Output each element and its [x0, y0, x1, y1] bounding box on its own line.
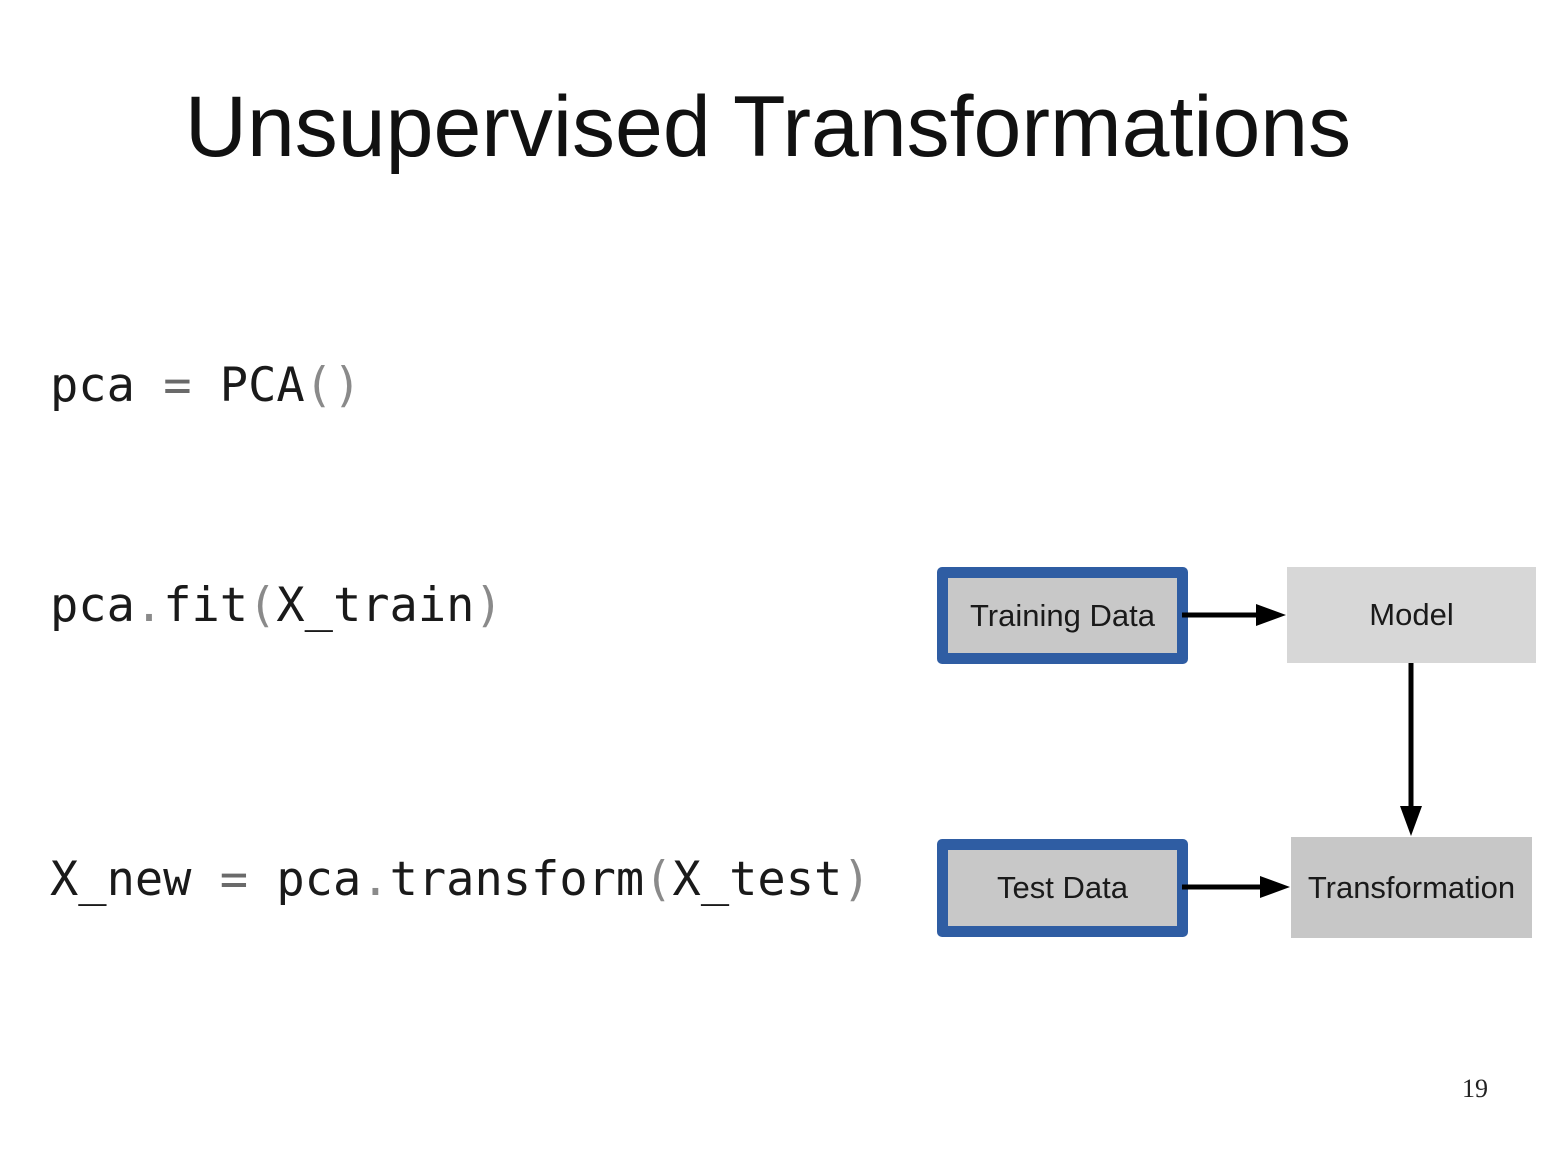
code-operator: = — [219, 852, 249, 907]
code-dot: . — [361, 852, 390, 907]
code-paren: ( — [304, 358, 333, 413]
code-token: X_train — [276, 578, 475, 633]
code-paren: ( — [248, 578, 277, 633]
model-box: Model — [1287, 567, 1536, 663]
code-paren: ) — [842, 852, 871, 907]
code-token: pca — [276, 852, 362, 907]
code-operator: = — [163, 358, 192, 413]
code-dot: . — [134, 578, 164, 633]
test-data-label: Test Data — [997, 870, 1128, 905]
page-number: 19 — [1462, 1074, 1488, 1103]
slide-title: Unsupervised Transformations — [184, 79, 1352, 175]
code-line-transform: X_new = pca.transform(X_test) — [50, 856, 871, 903]
training-data-label: Training Data — [970, 597, 1155, 633]
transformation-label: Transformation — [1307, 869, 1516, 905]
code-token: pca — [50, 578, 135, 633]
arrow-training-to-model — [1182, 604, 1286, 626]
training-data-box: Training Data — [937, 567, 1188, 664]
code-token: pca — [50, 358, 135, 413]
code-token: fit — [163, 578, 249, 633]
code-paren: ) — [332, 358, 362, 413]
arrow-test-to-transformation — [1182, 876, 1290, 898]
arrow-model-to-transformation — [1400, 663, 1422, 836]
code-line-fit: pca.fit(X_train) — [50, 582, 503, 629]
code-token: transform — [389, 852, 645, 907]
code-paren: ( — [644, 852, 673, 907]
code-line-pca-init: pca = PCA() — [50, 362, 361, 409]
code-paren: ) — [474, 578, 503, 633]
code-token: PCA — [219, 358, 305, 413]
test-data-box: Test Data — [937, 839, 1188, 937]
transformation-box: Transformation — [1291, 837, 1532, 938]
code-token: X_new — [50, 852, 192, 907]
code-token: X_test — [672, 852, 843, 907]
model-label: Model — [1369, 597, 1454, 632]
